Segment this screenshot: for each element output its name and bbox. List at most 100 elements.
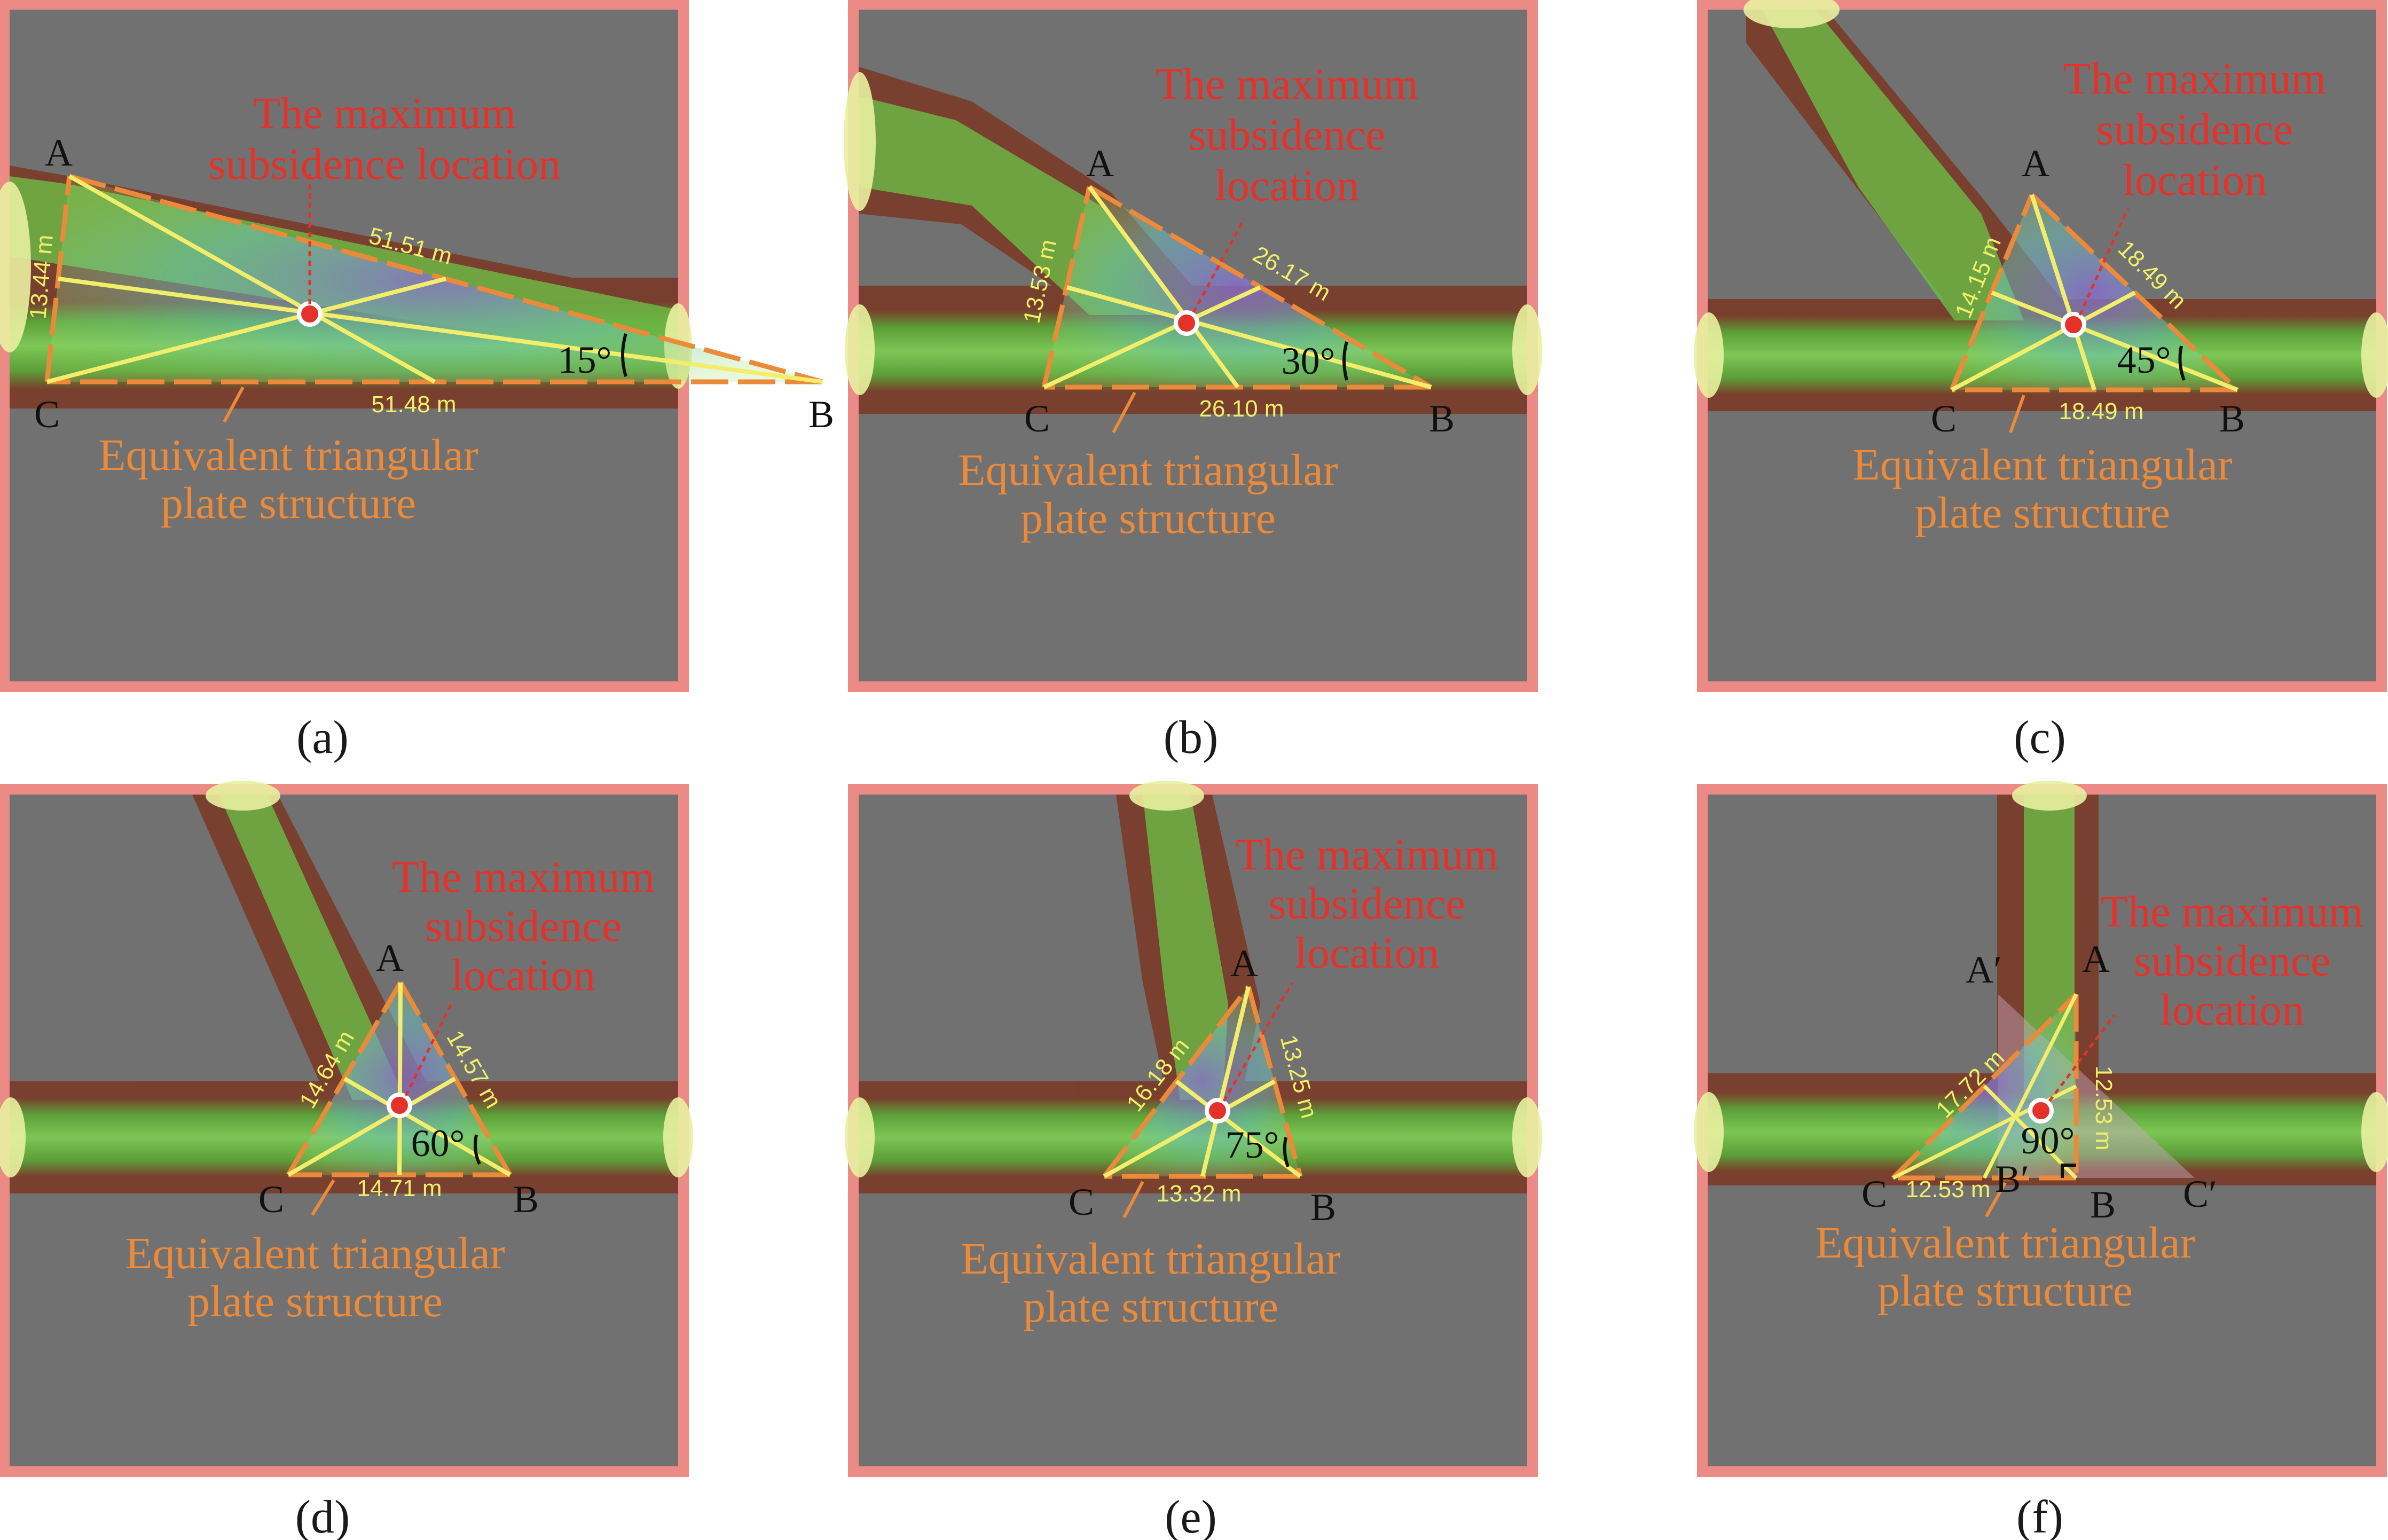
vertex-c-prime: C′ bbox=[2183, 1173, 2217, 1215]
vertex-a: A bbox=[45, 131, 73, 174]
leader-red bbox=[1192, 218, 1246, 313]
equivalent-plate-triangle bbox=[1952, 195, 2237, 390]
side-bc-length: 26.10 m bbox=[1199, 396, 1284, 422]
side-bc-length: 14.71 m bbox=[357, 1175, 442, 1201]
portal-left bbox=[1694, 1092, 1724, 1172]
vertex-c: C bbox=[1024, 397, 1050, 440]
vertex-b-prime: B′ bbox=[1995, 1158, 2029, 1200]
leader-red bbox=[404, 1003, 453, 1097]
vertex-a: A bbox=[376, 937, 404, 979]
panel-caption-e: (e) bbox=[1165, 1491, 1217, 1540]
max-subsidence-marker bbox=[297, 301, 323, 327]
panel-caption-c: (c) bbox=[2014, 712, 2066, 764]
vertex-b: B bbox=[2219, 397, 2245, 440]
portal-top bbox=[1743, 0, 1840, 28]
portal-top bbox=[1129, 781, 1204, 811]
angle-label: 30° bbox=[1282, 340, 1336, 382]
leader-orange bbox=[311, 1179, 335, 1216]
angle-label: 75° bbox=[1226, 1123, 1279, 1166]
median-lines bbox=[1103, 986, 1302, 1178]
max-subsidence-marker bbox=[2061, 312, 2086, 337]
max-subsidence-marker bbox=[1205, 1098, 1230, 1123]
leader-red bbox=[2078, 207, 2130, 316]
right-angle-mark bbox=[2061, 1164, 2076, 1178]
leader-orange bbox=[2009, 394, 2025, 434]
panel-caption-f: (f) bbox=[2016, 1491, 2063, 1540]
portal-left bbox=[844, 72, 876, 211]
vertex-b: B bbox=[808, 393, 834, 436]
angle-arc bbox=[2178, 345, 2186, 381]
angle-arc bbox=[621, 333, 627, 377]
portal-left bbox=[0, 182, 31, 352]
vertex-c: C bbox=[1861, 1173, 1887, 1215]
vertex-b: B bbox=[1310, 1186, 1336, 1229]
vertex-b: B bbox=[2090, 1183, 2116, 1226]
panel-caption-a: (a) bbox=[296, 712, 349, 764]
side-bc-length: 12.53 m bbox=[1906, 1176, 1991, 1203]
portal-left bbox=[1694, 312, 1724, 398]
side-bc-length: 51.48 m bbox=[372, 391, 457, 418]
panel-caption-d: (d) bbox=[295, 1491, 350, 1540]
portal-top bbox=[206, 781, 280, 811]
median-lines bbox=[46, 174, 823, 384]
vertex-c: C bbox=[1931, 397, 1957, 440]
portal-right bbox=[2361, 312, 2388, 398]
portal-left-lower bbox=[845, 304, 875, 395]
median-lines bbox=[1951, 194, 2238, 392]
portal-right bbox=[663, 1097, 693, 1177]
angle-label: 45° bbox=[2117, 339, 2171, 381]
vertex-c: C bbox=[34, 393, 60, 436]
vertex-a: A bbox=[1086, 142, 1114, 185]
vertex-a: A bbox=[2082, 938, 2110, 980]
panel-caption-b: (b) bbox=[1164, 712, 1219, 764]
vertex-a: A bbox=[1230, 942, 1258, 985]
portal-right bbox=[1512, 304, 1542, 395]
angle-label: 60° bbox=[411, 1122, 465, 1165]
angle-label: 90° bbox=[2021, 1119, 2075, 1162]
max-subsidence-marker bbox=[1174, 310, 1199, 336]
vertex-b: B bbox=[1429, 397, 1455, 440]
median-lines bbox=[1043, 185, 1432, 389]
equivalent-plate-triangle bbox=[1104, 987, 1300, 1176]
angle-arc bbox=[1283, 1137, 1290, 1168]
portal-right bbox=[1512, 1097, 1542, 1177]
side-bc-length: 18.49 m bbox=[2059, 398, 2144, 425]
vertex-c: C bbox=[1069, 1181, 1094, 1223]
leader-orange bbox=[223, 386, 245, 423]
angle-arc bbox=[474, 1134, 481, 1165]
side-bc-length: 13.32 m bbox=[1157, 1181, 1242, 1207]
vertex-b: B bbox=[513, 1178, 539, 1221]
portal-left bbox=[0, 1097, 26, 1177]
portal-left bbox=[845, 1097, 875, 1177]
leader-orange bbox=[1112, 391, 1136, 434]
leader-orange bbox=[1985, 1182, 2007, 1217]
vertex-a: A bbox=[2022, 142, 2049, 185]
portal-right bbox=[2361, 1092, 2388, 1172]
vertex-c: C bbox=[258, 1178, 284, 1221]
vertex-a-prime: A′ bbox=[1966, 948, 2002, 991]
max-subsidence-marker bbox=[2028, 1098, 2054, 1123]
leader-orange bbox=[1122, 1181, 1144, 1219]
angle-label: 15° bbox=[558, 339, 612, 381]
portal-top bbox=[2012, 781, 2087, 811]
leader-red bbox=[1222, 981, 1294, 1102]
leader-red bbox=[2048, 1013, 2116, 1102]
median-lines bbox=[287, 982, 512, 1177]
